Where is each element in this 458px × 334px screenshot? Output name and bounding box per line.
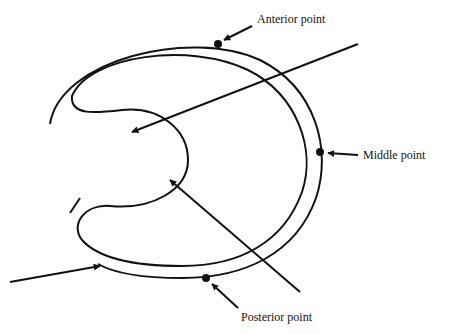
anterior-dot xyxy=(214,40,222,48)
pointer-arrow xyxy=(10,266,100,282)
outer-outline xyxy=(50,47,322,278)
pointer-arrow xyxy=(132,44,358,132)
point-label: Posterior point xyxy=(240,310,313,324)
inner-outline xyxy=(72,55,307,266)
leader-arrow xyxy=(224,26,252,40)
leader-arrow xyxy=(212,284,238,308)
leader-arrow xyxy=(328,153,358,155)
middle-dot xyxy=(316,148,324,156)
pointer-arrow xyxy=(170,180,300,292)
point-label: Anterior point xyxy=(256,12,326,26)
posterior-dot xyxy=(202,274,210,282)
point-label: Middle point xyxy=(362,148,426,162)
outer-outline-end xyxy=(70,198,80,213)
